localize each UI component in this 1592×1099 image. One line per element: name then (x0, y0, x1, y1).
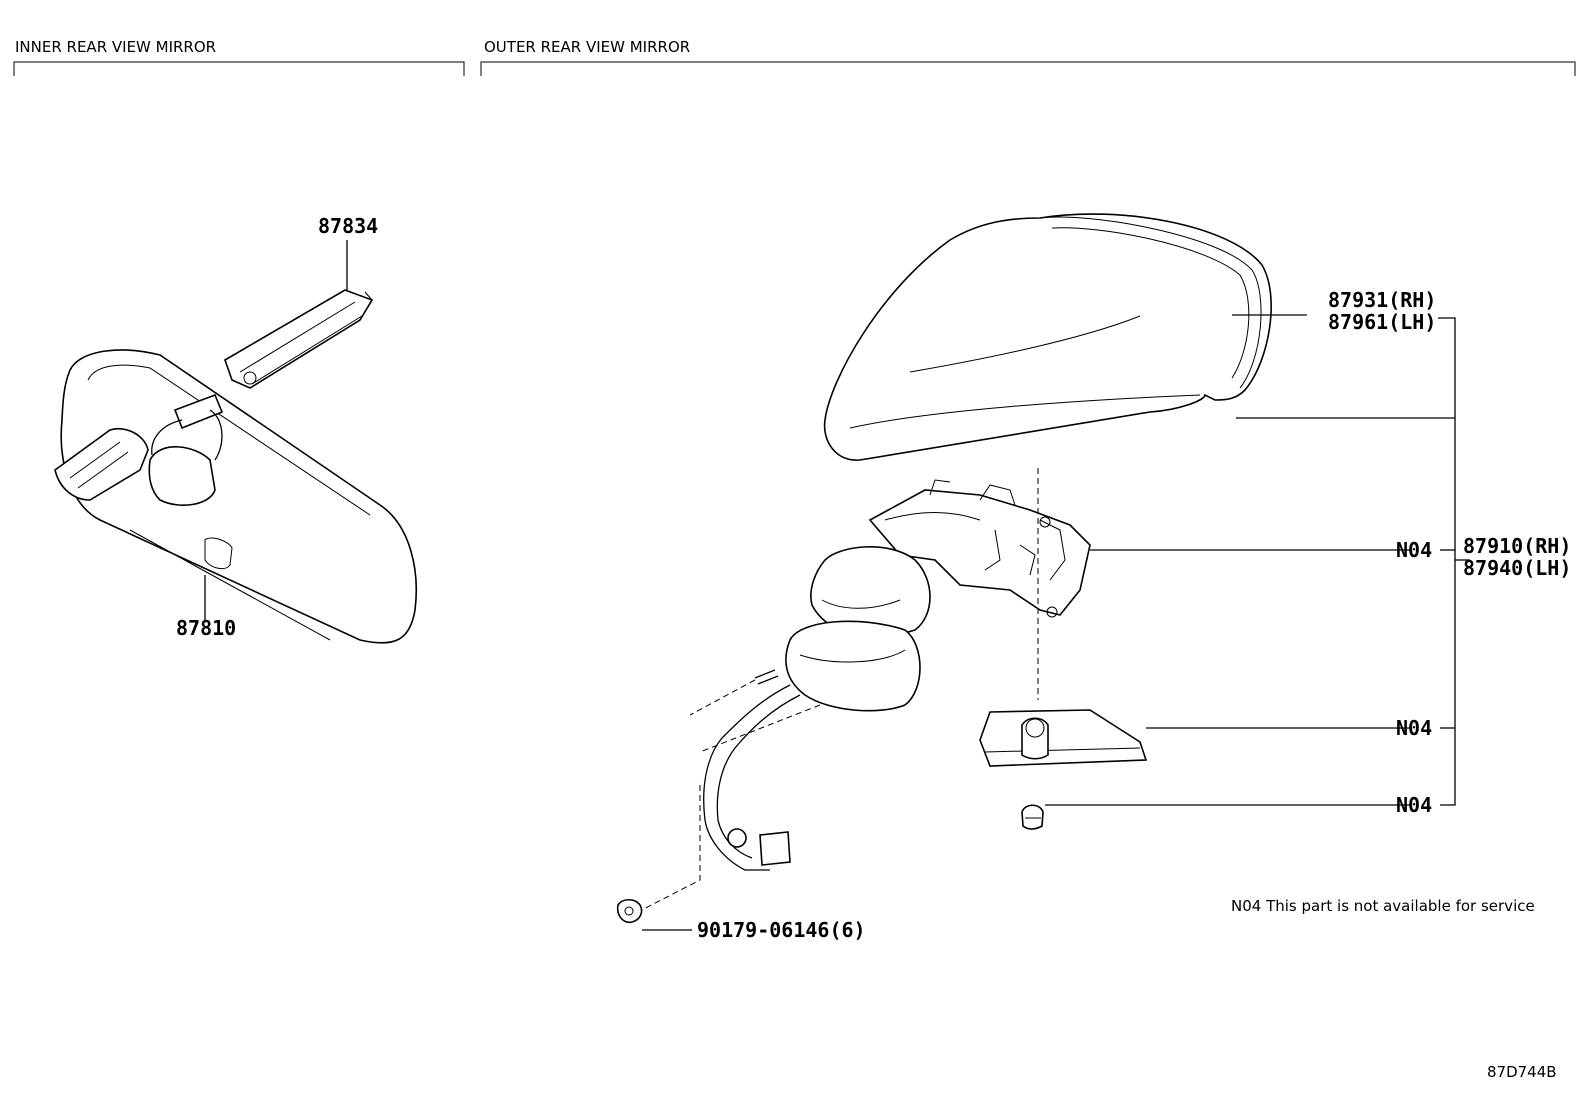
part-label-87961[interactable]: 87961(LH) (1328, 310, 1436, 334)
section-title-inner: INNER REAR VIEW MIRROR (15, 38, 216, 56)
part-label-n04-actuator[interactable]: N04 (1396, 538, 1432, 562)
section-outer-header: OUTER REAR VIEW MIRROR (480, 38, 1576, 76)
diagram-code: 87D744B (1487, 1063, 1557, 1081)
section-title-outer: OUTER REAR VIEW MIRROR (484, 38, 690, 56)
part-label-87931[interactable]: 87931(RH) (1328, 288, 1436, 312)
part-label-87910[interactable]: 87910(RH) (1463, 534, 1571, 558)
outer-mirror-illustration (616, 213, 1470, 931)
part-label-n04-bulb[interactable]: N04 (1396, 793, 1432, 817)
inner-mirror-illustration (54, 240, 418, 644)
availability-note: N04 This part is not available for servi… (1231, 897, 1535, 915)
part-label-n04-lamp[interactable]: N04 (1396, 716, 1432, 740)
part-label-87810[interactable]: 87810 (176, 616, 236, 640)
section-inner-header: INNER REAR VIEW MIRROR (13, 38, 465, 76)
bracket-87910 (1236, 317, 1456, 806)
part-label-87940[interactable]: 87940(LH) (1463, 556, 1571, 580)
part-label-90179[interactable]: 90179-06146(6) (697, 918, 866, 942)
part-label-87834[interactable]: 87834 (318, 214, 378, 238)
